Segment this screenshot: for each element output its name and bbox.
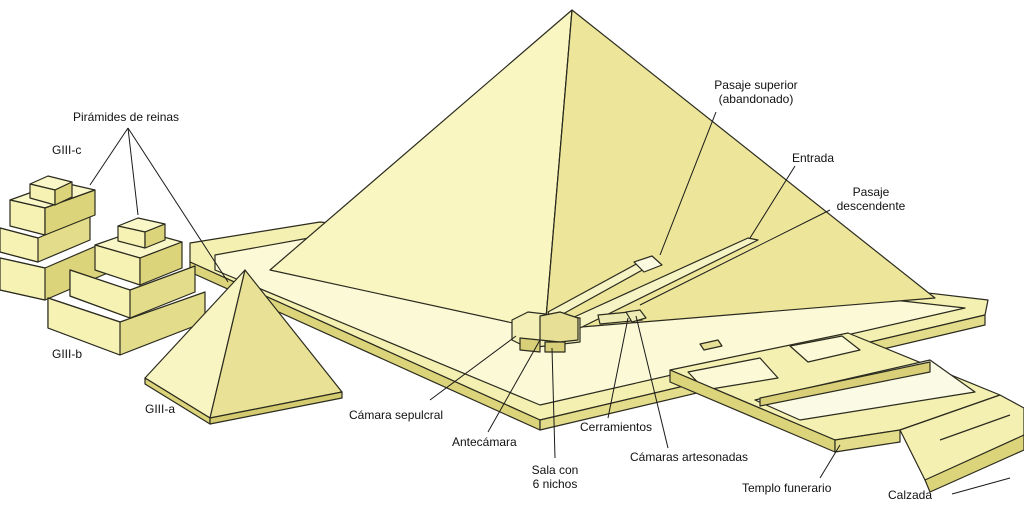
leader-queens-b bbox=[127, 127, 139, 216]
label-upper-passage-line1: Pasaje superior bbox=[714, 78, 798, 92]
chamber-cluster bbox=[511, 309, 647, 353]
causeway bbox=[899, 394, 1024, 493]
label-giii-c: GIII-c bbox=[52, 143, 82, 157]
label-upper-passage: Pasaje superior (abandonado) bbox=[704, 78, 808, 106]
label-room-six-line2: 6 nichos bbox=[532, 477, 578, 491]
label-descending-line2: descendente bbox=[836, 199, 906, 213]
leader-queens-a bbox=[127, 127, 229, 283]
label-causeway: Calzada bbox=[888, 488, 933, 502]
main-pyramid bbox=[269, 9, 936, 331]
leader-entrance bbox=[749, 165, 796, 239]
leader-queens-c bbox=[89, 127, 129, 186]
leader-room-six bbox=[551, 347, 556, 459]
label-portcullis: Cerramientos bbox=[580, 420, 653, 434]
leader-upper-passage bbox=[659, 111, 717, 256]
label-upper-passage-line2: (abandonado) bbox=[718, 92, 794, 106]
label-giii-a: GIII-a bbox=[145, 402, 176, 416]
leader-portcullis bbox=[607, 317, 629, 419]
leader-antechamber bbox=[487, 339, 541, 433]
label-paneled-chambers: Cámaras artesonadas bbox=[630, 450, 749, 464]
label-descending-line1: Pasaje bbox=[852, 185, 890, 199]
label-mortuary-temple: Templo funerario bbox=[742, 481, 832, 495]
label-antechamber: Antecámara bbox=[452, 435, 517, 449]
label-queens-pyramids: Pirámides de reinas bbox=[73, 110, 180, 124]
leader-paneled bbox=[635, 315, 669, 449]
label-burial-chamber: Cámara sepulcral bbox=[349, 408, 444, 422]
queen-pyramid-a bbox=[144, 269, 343, 425]
leader-burial-chamber bbox=[429, 335, 517, 401]
leader-descending bbox=[639, 209, 831, 306]
queen-pyramid-c bbox=[0, 175, 111, 301]
label-descending-passage: Pasaje descendente bbox=[826, 185, 916, 213]
leader-temple bbox=[819, 444, 841, 479]
label-room-six-line1: Sala con bbox=[531, 463, 579, 477]
label-giii-b: GIII-b bbox=[52, 347, 83, 361]
label-entrance: Entrada bbox=[792, 151, 835, 165]
queen-pyramid-b bbox=[47, 217, 206, 356]
leader-causeway bbox=[951, 477, 1011, 495]
leader-lines bbox=[89, 111, 1011, 495]
label-room-six-niches: Sala con 6 nichos bbox=[522, 463, 588, 491]
